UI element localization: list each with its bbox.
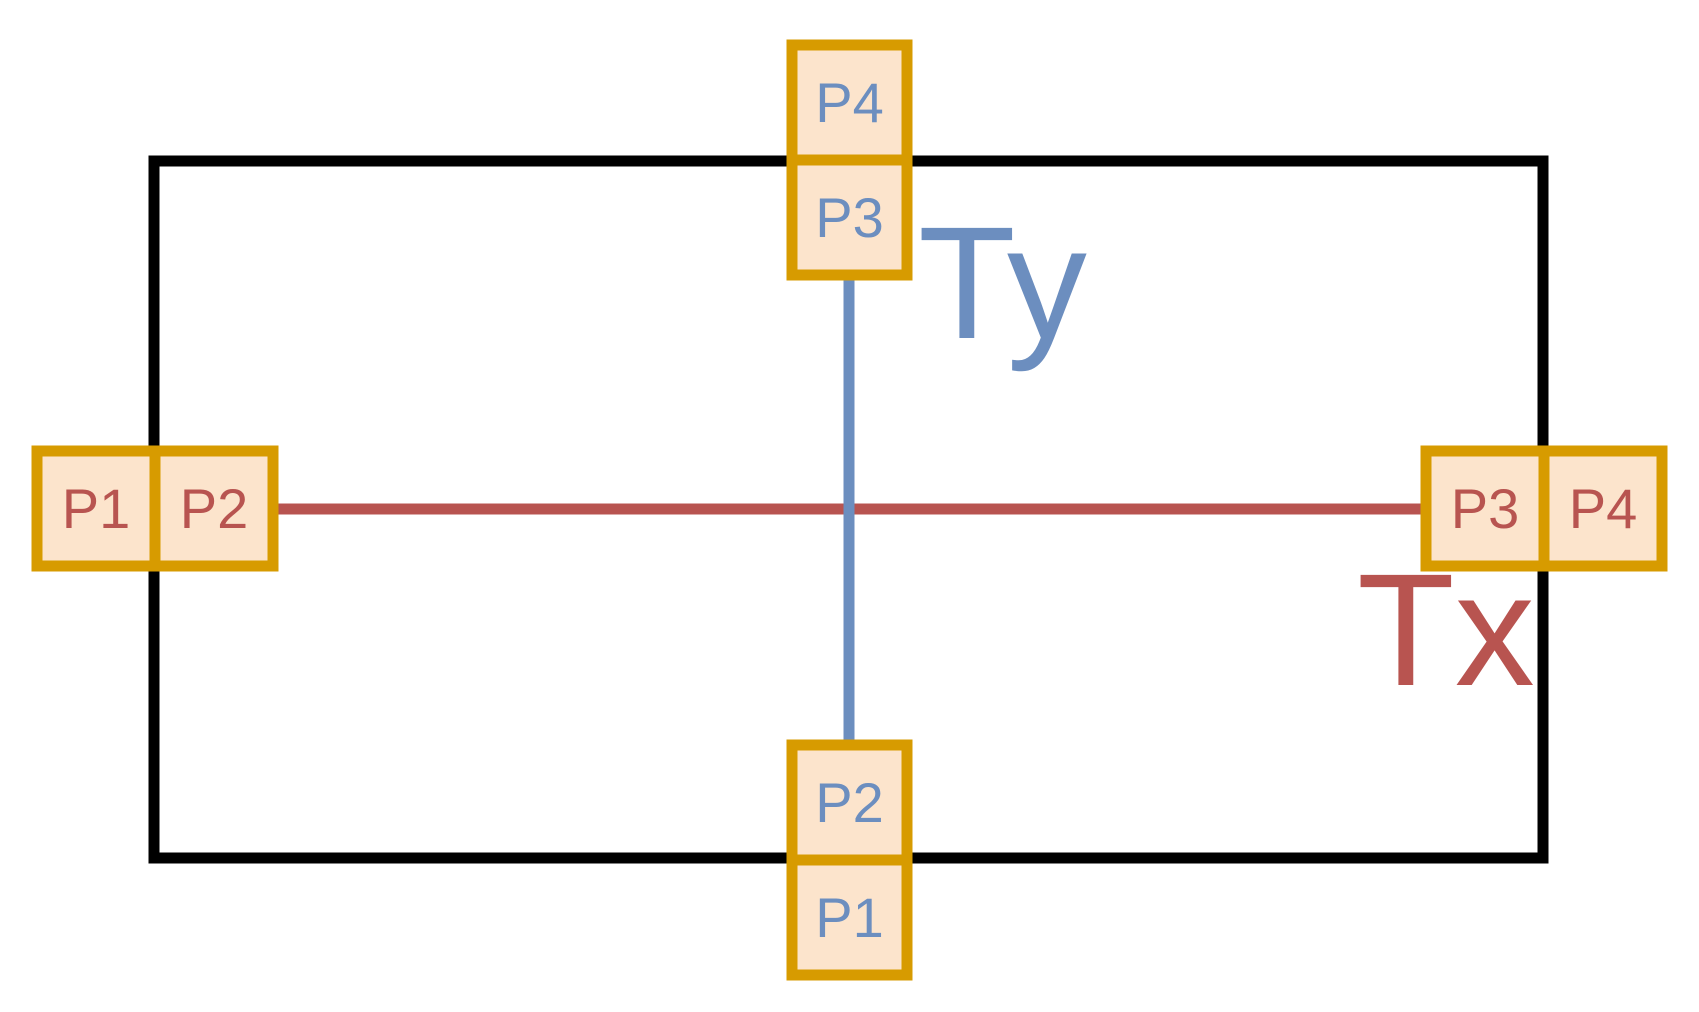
pad-label: P4 bbox=[1569, 477, 1638, 540]
pad-label: P1 bbox=[815, 886, 884, 949]
pad-label: P2 bbox=[815, 771, 884, 834]
pad-y-bottom-inner: P2 bbox=[786, 739, 913, 866]
pad-x-left-outer: P1 bbox=[31, 445, 161, 572]
tx-label: Tx bbox=[1357, 540, 1535, 719]
pad-x-right-outer: P4 bbox=[1538, 445, 1668, 572]
pad-label: P4 bbox=[815, 71, 884, 134]
pad-y-bottom-outer: P1 bbox=[786, 854, 913, 981]
pad-label: P1 bbox=[62, 477, 131, 540]
pad-y-top-outer: P4 bbox=[786, 39, 913, 166]
pad-x-right-inner: P3 bbox=[1420, 445, 1550, 572]
pad-label: P2 bbox=[180, 477, 249, 540]
pad-label: P3 bbox=[1451, 477, 1520, 540]
pad-label: P3 bbox=[815, 186, 884, 249]
pad-y-top-inner: P3 bbox=[786, 154, 913, 281]
pad-x-left-inner: P2 bbox=[149, 445, 279, 572]
ty-label: Ty bbox=[918, 193, 1087, 372]
